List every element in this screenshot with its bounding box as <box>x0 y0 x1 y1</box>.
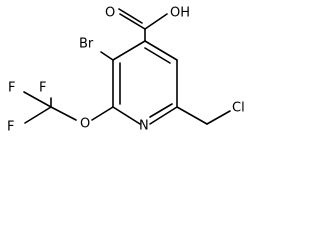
ring-bond-c5-c4-inner <box>144 47 171 64</box>
ether-oxygen-label: O <box>80 117 90 132</box>
bond-cf3-f-bottom <box>24 106 52 124</box>
fluorine-bottom-label: F <box>7 120 14 135</box>
chlorine-label: Cl <box>232 101 245 116</box>
chemical-structure-diagram: O OH Br O F F F N Cl <box>7 6 245 135</box>
bond-cf3-f-top-left <box>23 91 52 108</box>
chloromethyl-group: Cl <box>176 101 245 125</box>
bond-c2-ether-oxygen <box>91 106 114 121</box>
bond-c3-bromine <box>100 51 114 61</box>
bond-carboxyl-hydroxyl <box>144 13 168 30</box>
bond-ch2-chlorine <box>206 110 231 125</box>
bond-carbonyl-double-inner <box>118 8 143 24</box>
pyridine-ring <box>112 40 178 125</box>
trifluoromethoxy-group: O F F F <box>7 81 114 135</box>
ring-nitrogen-label: N <box>139 119 149 134</box>
bond-ether-oxygen-cf3 <box>50 106 77 121</box>
ring-bond-n-c6-inner <box>149 103 173 118</box>
carboxylic-acid-group: O OH <box>105 6 190 42</box>
carboxyl-oxygen-label: O <box>105 6 115 21</box>
bromine-label: Br <box>79 37 94 52</box>
bond-carbonyl-double-outer <box>119 13 146 30</box>
ring-bond-c2-n <box>112 106 141 125</box>
bond-c6-ch2 <box>176 106 208 125</box>
fluorine-top-left-label: F <box>8 81 15 96</box>
bromo-substituent: Br <box>79 37 114 61</box>
ring-bond-n-c6 <box>149 106 178 125</box>
hydroxyl-label: OH <box>170 6 190 21</box>
fluorine-top-right-label: F <box>39 81 46 96</box>
ring-bond-c5-c4 <box>144 40 178 61</box>
ring-bond-c4-c3 <box>112 40 146 61</box>
